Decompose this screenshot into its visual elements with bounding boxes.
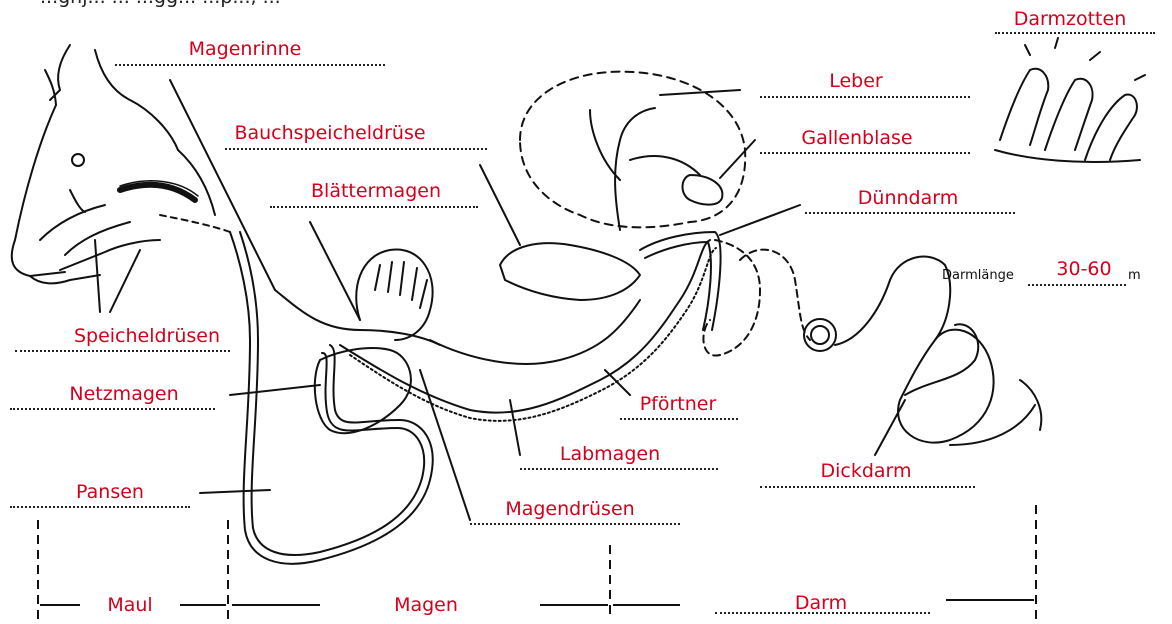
dots-blaettermagen xyxy=(270,206,478,208)
label-darmzotten: Darmzotten xyxy=(1014,8,1127,30)
colon-cross-section xyxy=(804,319,836,351)
section-darm: Darm xyxy=(795,592,847,614)
label-magendruesen: Magendrüsen xyxy=(505,498,634,520)
label-netzmagen: Netzmagen xyxy=(69,383,178,405)
dots-duenndarm xyxy=(805,212,1015,214)
label-blaettermagen: Blättermagen xyxy=(311,180,441,202)
dots-gallenblase xyxy=(760,152,970,154)
dots-magenrinne xyxy=(115,64,385,66)
label-duenndarm: Dünndarm xyxy=(858,187,958,209)
label-magenrinne: Magenrinne xyxy=(189,38,302,60)
label-dickdarm: Dickdarm xyxy=(820,460,911,482)
label-leber: Leber xyxy=(829,70,883,92)
darmlaenge-value: 30-60 xyxy=(1056,258,1111,280)
dots-pansen xyxy=(10,506,190,508)
section-maul: Maul xyxy=(107,594,152,616)
section-magen: Magen xyxy=(394,594,458,616)
dots-darmzotten xyxy=(995,32,1155,34)
gallbladder xyxy=(683,175,723,205)
dots-leber xyxy=(760,96,970,98)
dots-speicheldruesen xyxy=(15,350,230,352)
label-pansen: Pansen xyxy=(76,481,144,503)
dots-magendruesen xyxy=(470,523,680,525)
dots-darmlaenge xyxy=(1028,284,1126,286)
label-bauchspeicheldruese: Bauchspeicheldrüse xyxy=(234,122,425,144)
darmlaenge-unit: m xyxy=(1128,268,1141,283)
dots-labmagen xyxy=(520,468,718,470)
pancreas xyxy=(500,243,640,300)
label-gallenblase: Gallenblase xyxy=(801,127,912,149)
cow-head-drawing xyxy=(12,45,215,283)
dots-netzmagen xyxy=(10,408,215,410)
darmlaenge-prefix: Darmlänge xyxy=(942,268,1014,283)
dots-bauchspeicheldruese xyxy=(225,148,487,150)
darmzotten-drawing xyxy=(995,38,1145,162)
label-labmagen: Labmagen xyxy=(560,443,660,465)
dots-dickdarm xyxy=(760,486,975,488)
label-speicheldruesen: Speicheldrüsen xyxy=(74,325,220,347)
label-pfoertner: Pförtner xyxy=(640,393,717,415)
dots-pfoertner xyxy=(620,418,738,420)
